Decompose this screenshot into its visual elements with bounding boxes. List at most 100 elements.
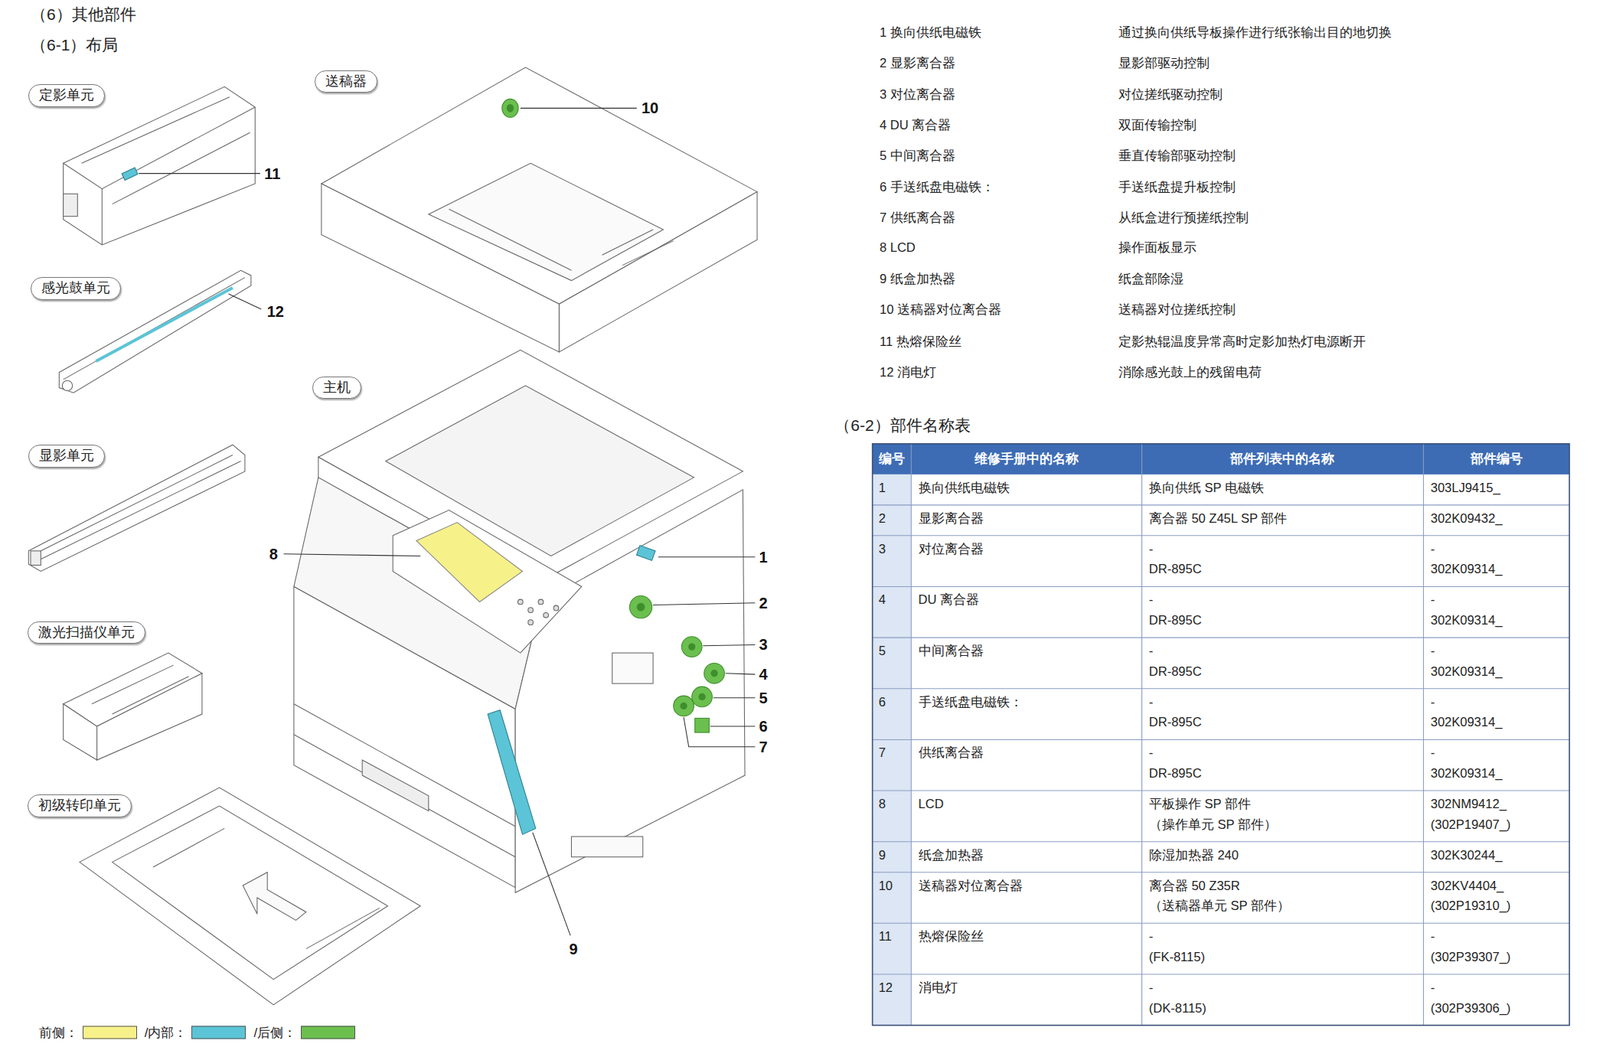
callout-number: 10 xyxy=(641,98,659,118)
callout-number: 6 xyxy=(758,717,768,736)
main-machine-shape xyxy=(528,607,534,614)
parts-table-grid-shape xyxy=(872,871,1570,873)
legend-item: /内部： xyxy=(144,1023,255,1042)
main-machine-shape xyxy=(392,510,582,654)
table-cell: - xyxy=(1149,542,1154,558)
page-title: （6）其他部件 xyxy=(30,4,137,24)
section-heading: （6-2）部件名称表 xyxy=(834,415,970,435)
table-cell: 除湿加热器 240 xyxy=(1149,848,1239,864)
transfer-unit-shape xyxy=(153,828,225,868)
table-header: 维修手册中的名称 xyxy=(974,451,1079,467)
table-cell: （操作单元 SP 部件） xyxy=(1149,817,1277,833)
table-cell: 离合器 50 Z35R xyxy=(1149,878,1241,895)
main-machine-shape xyxy=(528,620,534,626)
table-cell: - xyxy=(1430,980,1436,996)
callout-number: 9 xyxy=(569,940,578,959)
legend-swatch xyxy=(82,1025,138,1039)
table-cell: - xyxy=(1149,592,1154,608)
table-cell: - xyxy=(1430,643,1436,660)
main-machine-shape xyxy=(695,718,710,733)
main-machine-shape xyxy=(553,605,559,611)
table-cell: (302P19407_) xyxy=(1430,817,1512,833)
unit-label: 激光扫描仪单元 xyxy=(27,621,146,645)
list-text: 送稿器对位搓纸控制 xyxy=(1118,302,1236,318)
document-feeder-shape xyxy=(622,241,674,266)
document-feeder-shape xyxy=(502,98,519,118)
table-cell: 2 xyxy=(878,511,886,527)
list-text: 4 DU 离合器 xyxy=(879,117,951,134)
parts-table-grid-shape xyxy=(1141,444,1143,1026)
table-cell: DR-895C xyxy=(1149,664,1202,680)
parts-table-grid-shape xyxy=(872,688,1570,689)
table-cell: - xyxy=(1149,695,1154,711)
legend: 前侧：/内部：/后侧： xyxy=(39,1023,363,1042)
main-machine-shape xyxy=(487,710,536,836)
table-cell: 302K09432_ xyxy=(1430,511,1503,527)
transfer-unit xyxy=(79,787,421,1006)
parts-table-grid-shape xyxy=(872,923,1570,925)
table-cell: - xyxy=(1430,592,1436,608)
main-machine-shape xyxy=(629,595,652,618)
table-cell: 消电灯 xyxy=(918,980,958,996)
unit-name: 主机 xyxy=(323,379,351,396)
table-cell: 平板操作 SP 部件 xyxy=(1149,796,1251,813)
unit-label: 感光鼓单元 xyxy=(30,277,121,301)
main-machine-shape xyxy=(293,734,516,858)
drum-unit-shape xyxy=(228,293,262,310)
legend-swatch xyxy=(300,1025,356,1039)
fuser-unit-shape xyxy=(112,132,251,204)
unit-name: 定影单元 xyxy=(39,87,95,103)
callout-number: 7 xyxy=(758,737,768,757)
main-machine-shape xyxy=(704,662,725,684)
document-feeder-shape xyxy=(506,104,514,113)
developer-unit xyxy=(28,444,245,572)
document-feeder-shape xyxy=(448,208,572,271)
main-machine-shape xyxy=(517,599,523,605)
table-cell: - xyxy=(1430,929,1436,945)
table-cell: 302NM9412_ xyxy=(1430,796,1507,813)
parts-table-grid xyxy=(872,444,1570,1026)
list-text: 7 供纸离合器 xyxy=(879,210,956,226)
parts-table-grid-shape xyxy=(872,535,1570,536)
list-text: 8 LCD xyxy=(879,240,916,256)
table-cell: 7 xyxy=(878,745,886,761)
main-machine-shape xyxy=(362,760,429,812)
main-machine-shape xyxy=(725,673,756,675)
parts-table-grid-shape xyxy=(872,444,1570,475)
parts-table-grid-shape xyxy=(872,444,1570,1026)
legend-item: 前侧： xyxy=(39,1023,145,1042)
table-cell: 302K09314_ xyxy=(1430,613,1503,629)
table-cell: 8 xyxy=(878,796,886,813)
table-cell: - xyxy=(1430,542,1436,558)
table-cell: 纸盒加热器 xyxy=(918,848,984,864)
main-machine-shape xyxy=(416,522,523,603)
unit-label: 主机 xyxy=(312,376,362,400)
developer-unit-shape xyxy=(36,461,242,562)
table-cell: 302K09314_ xyxy=(1430,664,1503,680)
table-cell: 6 xyxy=(878,695,886,711)
list-text: 手送纸盘提升板控制 xyxy=(1118,179,1236,196)
main-machine-shape xyxy=(532,832,571,937)
parts-table-grid-shape xyxy=(872,790,1570,792)
main-machine-shape xyxy=(658,556,756,558)
list-text: 对位搓纸驱动控制 xyxy=(1118,87,1223,103)
callout-number: 3 xyxy=(758,635,768,654)
table-cell: 3 xyxy=(878,542,886,558)
main-machine-shape xyxy=(293,704,516,827)
table-cell: 303LJ9415_ xyxy=(1430,480,1501,497)
callout-number: 11 xyxy=(264,164,281,183)
document-feeder-shape xyxy=(520,107,637,109)
list-text: 定影热辊温度异常高时定影加热灯电源断开 xyxy=(1118,334,1366,350)
callout-number: 1 xyxy=(758,548,768,567)
table-cell: 9 xyxy=(878,848,886,864)
fuser-unit-shape xyxy=(81,97,230,164)
list-text: 5 中间离合器 xyxy=(879,148,956,164)
main-machine-shape xyxy=(543,612,549,618)
list-text: 纸盒部除湿 xyxy=(1118,271,1184,288)
table-cell: - xyxy=(1149,745,1154,761)
developer-unit-shape xyxy=(28,444,245,572)
callout-number: 5 xyxy=(758,688,768,708)
laser-scanner-unit-shape xyxy=(97,673,203,761)
table-cell: - xyxy=(1430,695,1436,711)
legend-text: /后侧： xyxy=(253,1023,297,1042)
